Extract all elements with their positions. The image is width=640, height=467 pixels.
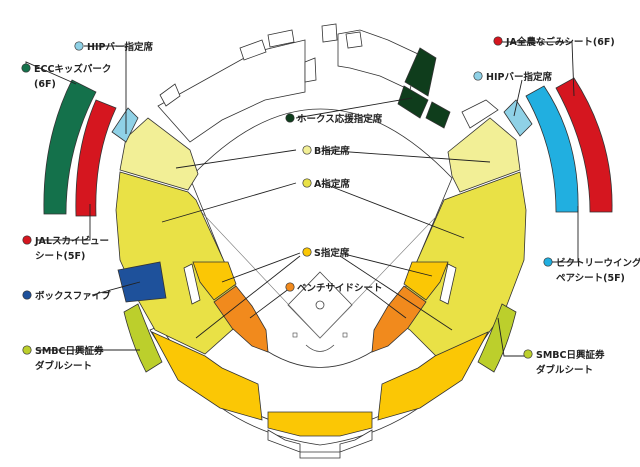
on-deck-circle-right <box>342 332 348 338</box>
section-s-left-inner[interactable] <box>192 261 237 301</box>
label-dots <box>21 36 553 359</box>
label-box-five: ボックスファイブ <box>35 290 111 302</box>
label-smbc-right-line2: ダブルシート <box>536 364 593 376</box>
section-smbc-right[interactable] <box>477 303 517 373</box>
section-a-left[interactable] <box>115 171 251 355</box>
outfield-box-left-3 <box>304 57 317 83</box>
section-s-right-outer[interactable] <box>377 331 489 421</box>
dot-s-seat <box>302 247 312 257</box>
section-ja-zenno[interactable] <box>555 77 613 213</box>
on-deck-circle-left <box>292 332 298 338</box>
leader-a-left <box>161 182 297 223</box>
dot-a-seat <box>302 178 312 188</box>
label-a-seat: A指定席 <box>314 178 350 190</box>
label-hawks: ホークス応援指定席 <box>297 113 383 125</box>
outfield-box-left-1 <box>267 29 295 48</box>
pitcher-mound <box>315 300 325 310</box>
leader-victory <box>548 206 579 263</box>
dot-hawks <box>285 113 295 123</box>
dot-ecc-kids <box>21 63 31 73</box>
section-hip-bar-left[interactable] <box>111 107 139 143</box>
section-s-backstop[interactable] <box>267 411 373 437</box>
partition-left-aisle <box>183 263 201 305</box>
leader-a-right <box>321 182 465 239</box>
section-ecc-kids-park[interactable] <box>43 79 97 215</box>
leader-ja-zenno <box>500 41 575 97</box>
leader-hawks <box>295 97 413 119</box>
foul-line-right <box>319 199 453 339</box>
dot-box-five <box>22 290 32 300</box>
label-jal-sky-line2: シート(5F) <box>35 251 85 262</box>
outer-structure <box>149 23 499 459</box>
dot-b-seat <box>302 145 312 155</box>
outfield-box-right-1 <box>321 23 338 43</box>
label-smbc-right-line1: SMBC日興証券 <box>536 349 605 361</box>
leader-hip-right <box>513 79 523 117</box>
leader-s-left-2 <box>195 255 301 339</box>
dot-hip-right <box>473 71 483 81</box>
leader-jal-sky <box>36 204 91 241</box>
dot-hip-left <box>74 41 84 51</box>
label-ja-zenno: JA全農なごみシート(6F) <box>505 36 615 48</box>
section-hawks-1[interactable] <box>404 47 437 97</box>
leader-bench-right <box>365 287 407 319</box>
partition-right-aisle <box>439 263 457 305</box>
outfield-box-right-2 <box>345 31 363 49</box>
section-smbc-left[interactable] <box>123 303 163 373</box>
section-hawks-2[interactable] <box>397 85 429 119</box>
label-bench: ベンチサイドシート <box>297 283 383 294</box>
label-ecc-kids-line1: ECCキッズパーク <box>34 63 111 75</box>
dot-jal-sky <box>22 235 32 245</box>
outfield-box-left-2 <box>239 39 267 61</box>
dot-victory <box>543 257 553 267</box>
label-ecc-kids-line2: (6F) <box>34 79 56 90</box>
label-smbc-left-line1: SMBC日興証券 <box>35 345 104 357</box>
leader-box-five <box>91 281 141 296</box>
foul-line-left <box>189 199 321 339</box>
section-jal-sky-view[interactable] <box>75 99 117 217</box>
outfield-stand-right-lower <box>461 99 499 129</box>
leader-smbc-right <box>497 317 528 357</box>
leader-s-right-2 <box>339 255 453 331</box>
leader-b-left <box>175 149 297 169</box>
section-hip-bar-right[interactable] <box>503 99 533 137</box>
section-b-left[interactable] <box>119 117 199 191</box>
dot-bench <box>285 282 295 292</box>
label-s-seat: S指定席 <box>314 247 350 259</box>
leader-lines <box>25 41 579 357</box>
leader-s-right-1 <box>339 252 433 277</box>
section-bench-right[interactable] <box>371 285 427 353</box>
section-b-right[interactable] <box>447 117 521 193</box>
leader-hip-left <box>84 45 127 134</box>
leader-bench-left <box>249 287 291 319</box>
section-box-five[interactable] <box>117 261 167 303</box>
label-victory-line2: ペアシート(5F) <box>556 273 625 284</box>
leader-s-left-1 <box>221 252 301 283</box>
label-jal-sky-line1: JALスカイビュー <box>34 235 109 247</box>
dot-smbc-right <box>523 349 533 359</box>
section-bench-left[interactable] <box>213 285 269 353</box>
labels: ホークス応援指定席 B指定席 A指定席 S指定席 ベンチサイドシート HIPバー… <box>34 36 640 376</box>
leader-b-right <box>321 149 491 163</box>
section-hawks-3[interactable] <box>425 101 451 129</box>
home-plate-area <box>305 344 335 352</box>
label-b-seat: B指定席 <box>314 145 350 157</box>
section-s-left-outer[interactable] <box>151 331 263 421</box>
label-victory-line1: ビクトリーウイング <box>556 257 640 269</box>
label-smbc-left-line2: ダブルシート <box>35 360 92 372</box>
backstop-structure <box>267 429 373 459</box>
dot-ja-zenno <box>493 36 503 46</box>
dot-smbc-left <box>22 345 32 355</box>
label-hip-bar-right: HIPバー指定席 <box>486 71 552 83</box>
outfield-box-left-4 <box>159 83 181 107</box>
label-hip-bar-left: HIPバー指定席 <box>87 41 153 53</box>
